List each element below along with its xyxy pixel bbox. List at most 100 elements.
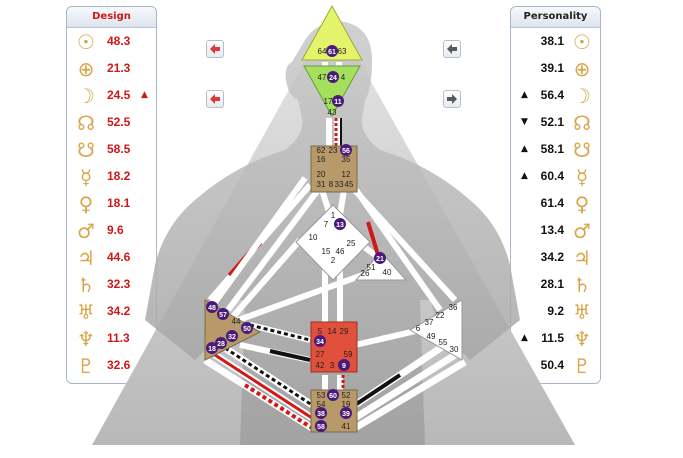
gate-activated-marker (215, 337, 227, 349)
gate-activated-marker (315, 407, 327, 419)
personality-row: ♅9.2 (511, 299, 600, 325)
design-value: 48.3 (107, 34, 131, 48)
design-value: 24.5 (107, 88, 131, 102)
design-next-button[interactable] (206, 90, 224, 108)
gate-label: 33 (335, 180, 344, 189)
gate-activated-marker (374, 252, 386, 264)
personality-value: 39.1 (540, 61, 564, 75)
personality-mark: ▲ (521, 171, 528, 181)
gate-label: 22 (436, 311, 445, 320)
earth-icon: ⊕ (77, 57, 95, 81)
jupiter-icon: ♃ (77, 246, 95, 270)
gate-label: 51 (367, 263, 376, 272)
design-row: ⊕21.3 (67, 56, 156, 82)
design-value: 34.2 (107, 304, 131, 318)
saturn-icon: ♄ (573, 273, 591, 297)
personality-row: ♃ 34.2 (511, 245, 600, 271)
gate-label: 23 (329, 146, 338, 155)
jupiter-icon: ♃ (573, 246, 591, 270)
sun-icon: ☉ (77, 30, 95, 54)
design-row: ☊52.5 (67, 110, 156, 136)
gray-right-arrow-icon (447, 94, 457, 104)
personality-value: 34.2 (540, 250, 564, 264)
personality-row: ☿60.4▲ (511, 164, 600, 190)
moon-icon: ☽ (573, 84, 591, 108)
design-row: ♄32.3 (67, 272, 156, 298)
gate-label: 21 (376, 256, 384, 263)
gate-activated-marker (241, 322, 253, 334)
personality-row: ♇50.4 (511, 353, 600, 379)
personality-row: ☊52.1▼ (511, 110, 600, 136)
design-row: ♂9.6 (67, 218, 156, 244)
personality-prev-button[interactable] (443, 40, 461, 58)
gate-label: 24 (329, 75, 337, 82)
north-node-icon: ☊ (77, 111, 95, 135)
gate-activated-marker (217, 308, 229, 320)
head-center (301, 4, 363, 61)
gate-label: 17 (324, 97, 333, 106)
personality-value: 28.1 (540, 277, 564, 291)
personality-value: 9.2 (547, 304, 564, 318)
gate-activated-marker (226, 330, 238, 342)
personality-value: 58.1 (540, 142, 564, 156)
personality-row: ⊕ 39.1 (511, 56, 600, 82)
saturn-icon: ♄ (77, 273, 95, 297)
design-row: ♃44.6 (67, 245, 156, 271)
gate-label: 55 (439, 338, 448, 347)
gate-label: 27 (316, 350, 325, 359)
design-panel: Design ☉48.3⊕21.3☽24.5▲☊52.5☋58.5☿18.2♀1… (66, 6, 157, 384)
gate-activated-marker (334, 218, 346, 230)
gate-activated-marker (314, 335, 326, 347)
gate-activated-marker (206, 301, 218, 313)
gate-label: 14 (328, 327, 337, 336)
gate-label: 63 (338, 47, 347, 56)
design-value: 11.3 (107, 331, 130, 345)
design-value: 18.2 (107, 169, 131, 183)
gate-activated-marker (340, 144, 352, 156)
red-left-arrow-icon (210, 94, 220, 104)
personality-row: ♂13.4 (511, 218, 600, 244)
gate-label: 43 (328, 108, 337, 117)
design-row: ☿18.2 (67, 164, 156, 190)
gate-label: 49 (427, 332, 436, 341)
design-row: ☉ 48.3 (67, 29, 156, 55)
gate-label: 12 (342, 170, 351, 179)
gate-label: 42 (316, 361, 325, 370)
design-row: ♆11.3 (67, 326, 156, 352)
personality-value: 38.1 (540, 34, 564, 48)
design-prev-button[interactable] (206, 40, 224, 58)
gate-label: 3 (330, 361, 335, 370)
red-left-arrow-icon (210, 44, 220, 54)
design-value: 32.6 (107, 358, 131, 372)
ajna-center (303, 65, 361, 118)
design-value: 58.5 (107, 142, 131, 156)
gate-label: 56 (342, 148, 350, 155)
gate-label: 9 (342, 363, 346, 370)
personality-row: ☽56.4▲ (511, 83, 600, 109)
personality-row: ♆11.5▲ (511, 326, 600, 352)
gate-activated-marker (327, 389, 339, 401)
south-node-icon: ☋ (573, 138, 591, 162)
personality-next-button[interactable] (443, 90, 461, 108)
uranus-icon: ♅ (77, 300, 95, 324)
gate-label: 62 (317, 146, 326, 155)
neptune-icon: ♆ (573, 327, 591, 351)
gate-label: 20 (317, 170, 326, 179)
personality-title: Personality (511, 7, 600, 28)
gate-label: 18 (208, 346, 216, 353)
gate-label: 57 (219, 312, 227, 319)
design-title: Design (67, 7, 156, 28)
north-node-icon: ☊ (573, 111, 591, 135)
earth-icon: ⊕ (573, 57, 591, 81)
gate-label: 64 (318, 47, 327, 56)
venus-icon: ♀ (78, 192, 94, 216)
gate-label: 25 (347, 239, 356, 248)
moon-icon: ☽ (77, 84, 95, 108)
gate-label: 1 (331, 211, 336, 220)
solar-plexus-center (408, 299, 463, 361)
gate-label: 2 (331, 256, 336, 265)
gate-label: 40 (383, 268, 392, 277)
sun-icon: ☉ (573, 30, 591, 54)
